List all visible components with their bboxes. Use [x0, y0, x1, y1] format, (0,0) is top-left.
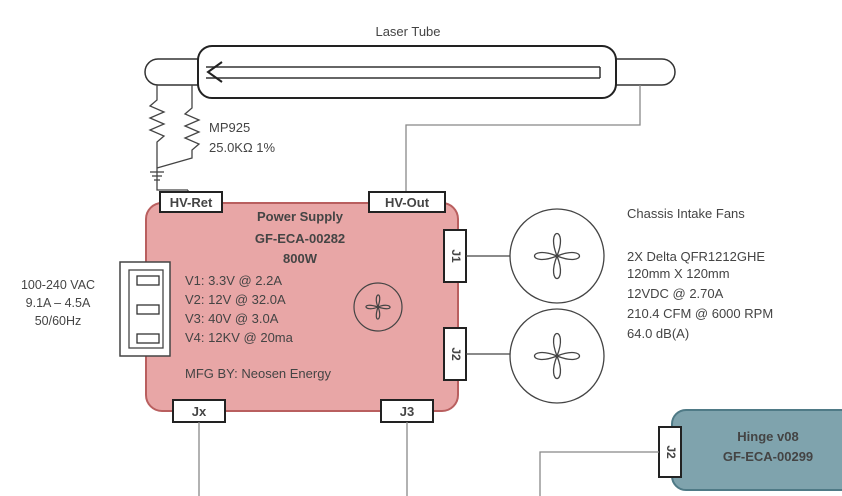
psu-title-line-1: Power Supply: [257, 209, 344, 224]
ac-current: 9.1A – 4.5A: [26, 296, 91, 310]
psu-spec-v4: V4: 12KV @ 20ma: [185, 330, 294, 345]
resistor-value: 25.0KΩ 1%: [209, 140, 276, 155]
j2-label: J2: [449, 347, 463, 361]
hv-ret-connector: [159, 191, 223, 213]
hinge-title-line-1: Hinge v08: [737, 429, 798, 444]
psu-spec-v2: V2: 12V @ 32.0A: [185, 292, 286, 307]
psu-spec-v1: V1: 3.3V @ 2.2A: [185, 273, 282, 288]
hv-out-label: HV-Out: [385, 195, 430, 210]
j1-label: J1: [449, 249, 463, 263]
ac-voltage: 100-240 VAC: [21, 278, 95, 292]
arrow-icon: [206, 61, 223, 83]
psu-spec-v3: V3: 40V @ 3.0A: [185, 311, 279, 326]
hinge-connector-label: J2: [664, 445, 678, 459]
hv-ret-label: HV-Ret: [170, 195, 213, 210]
fans-spec-1: 2X Delta QFR1212GHE: [627, 249, 765, 264]
jx-label: Jx: [192, 404, 207, 419]
ac-frequency: 50/60Hz: [35, 314, 82, 328]
hv-out-wire: [405, 85, 641, 192]
hinge-title-line-2: GF-ECA-00299: [723, 449, 813, 464]
fans-spec-2: 120mm X 120mm: [627, 266, 730, 281]
resistor: [148, 85, 201, 192]
fan-icon: [509, 308, 605, 404]
fan-icon: [353, 282, 403, 332]
laser-tube: [144, 45, 676, 99]
fans-spec-4: 210.4 CFM @ 6000 RPM: [627, 306, 773, 321]
hinge-wire: [539, 451, 659, 496]
hv-out-connector: [368, 191, 446, 213]
resistor-part: MP925: [209, 120, 250, 135]
fans-spec-3: 12VDC @ 2.70A: [627, 286, 724, 301]
ac-inlet: [119, 261, 171, 357]
fans-title: Chassis Intake Fans: [627, 206, 745, 221]
psu-title-line-2: GF-ECA-00282: [255, 231, 345, 246]
fan-icon: [509, 208, 605, 304]
psu-mfg: MFG BY: Neosen Energy: [185, 366, 331, 381]
fans-spec-5: 64.0 dB(A): [627, 326, 689, 341]
j3-label: J3: [400, 404, 414, 419]
psu-title-line-3: 800W: [283, 251, 318, 266]
laser-tube-label: Laser Tube: [375, 24, 440, 39]
